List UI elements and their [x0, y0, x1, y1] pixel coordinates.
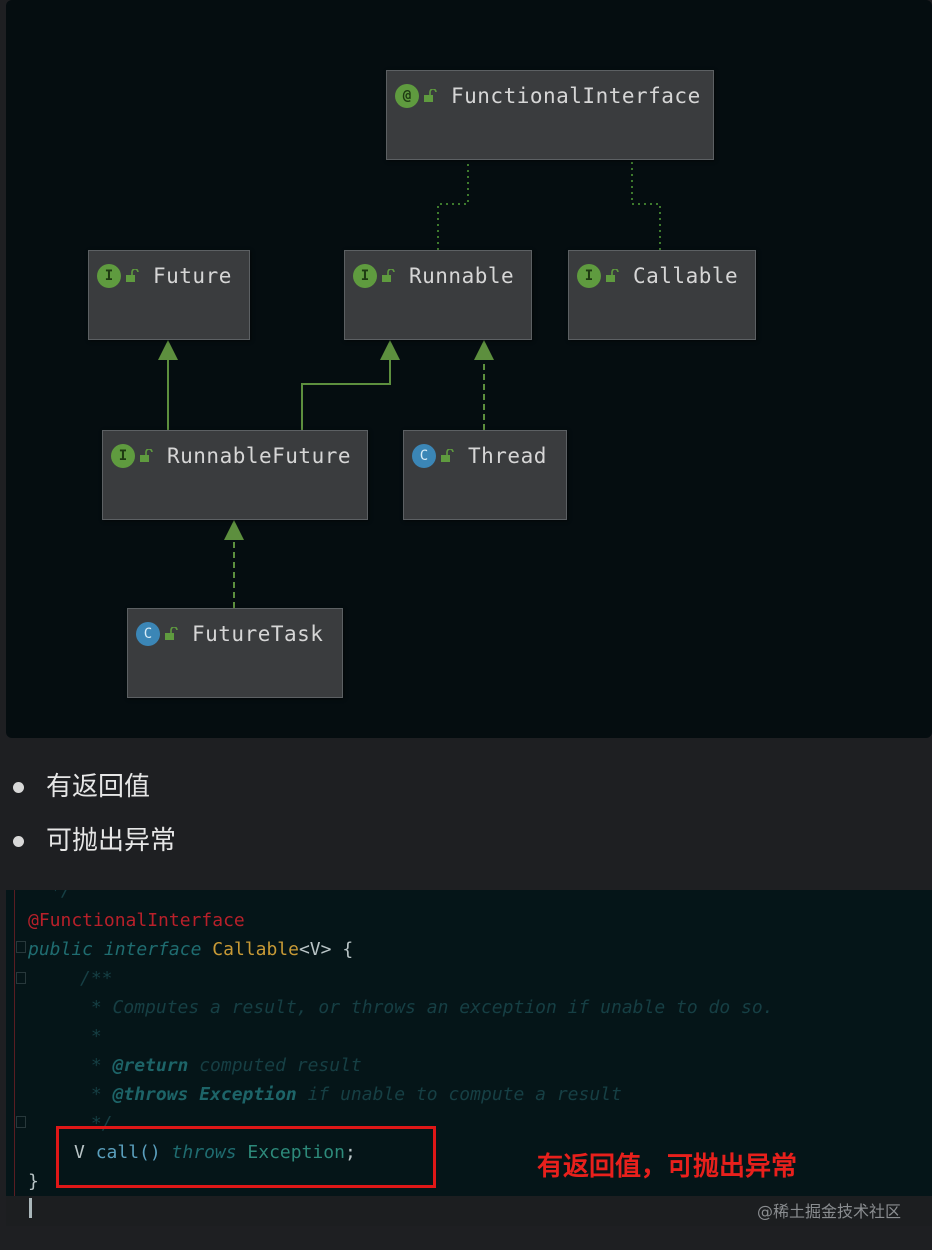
class-badge-icon: C — [412, 444, 436, 468]
interface-badge-icon: I — [577, 264, 601, 288]
list-item: 可抛出异常 — [0, 814, 932, 868]
node-runnable[interactable]: I Runnable — [344, 250, 532, 340]
code-line: public interface Callable<V> { — [28, 939, 354, 960]
node-future-task[interactable]: C FutureTask — [127, 608, 343, 698]
unlock-icon — [165, 627, 178, 640]
node-name: Thread — [468, 444, 547, 468]
interface-badge-icon: I — [353, 264, 377, 288]
unlock-icon — [126, 269, 139, 282]
code-line: * — [80, 1026, 102, 1047]
annotation-badge-icon: @ — [395, 84, 419, 108]
node-runnable-future[interactable]: I RunnableFuture — [102, 430, 368, 520]
node-future[interactable]: I Future — [88, 250, 250, 340]
diagram-edges — [158, 160, 661, 608]
class-badge-icon: C — [136, 622, 160, 646]
unlock-icon — [606, 269, 619, 282]
node-functional-interface[interactable]: @ FunctionalInterface — [386, 70, 714, 160]
code-line: * @throws Exception if unable to compute… — [80, 1084, 622, 1105]
arrowhead-runnable-1 — [380, 340, 400, 360]
gutter-marker — [14, 890, 15, 1196]
bullet-icon — [13, 782, 24, 793]
fold-icon[interactable] — [16, 941, 26, 953]
unlock-icon — [382, 269, 395, 282]
edge-runnablefuture-runnable — [301, 358, 391, 430]
code-editor-bottom — [6, 1196, 932, 1226]
feature-list: 有返回值 可抛出异常 — [0, 760, 932, 868]
node-name: FutureTask — [192, 622, 324, 646]
code-line: * @return computed result — [80, 1055, 362, 1076]
fold-icon[interactable] — [16, 972, 26, 984]
node-name: RunnableFuture — [167, 444, 352, 468]
class-diagram-panel: @ FunctionalInterface I Future I Runnabl… — [6, 0, 932, 738]
node-name: Runnable — [409, 264, 515, 288]
edge-callable-functionalinterface — [631, 160, 661, 250]
node-name: Future — [153, 264, 232, 288]
code-line: /** — [80, 968, 113, 989]
code-line: */ — [50, 890, 72, 901]
text-cursor — [29, 1198, 32, 1218]
node-callable[interactable]: I Callable — [568, 250, 756, 340]
unlock-icon — [140, 449, 153, 462]
fold-icon[interactable] — [16, 1116, 26, 1128]
unlock-icon — [441, 449, 454, 462]
arrowhead-runnable-2 — [474, 340, 494, 360]
highlight-box — [56, 1126, 436, 1188]
bullet-icon — [13, 836, 24, 847]
interface-badge-icon: I — [97, 264, 121, 288]
list-item: 有返回值 — [0, 760, 932, 814]
code-line: } — [28, 1171, 39, 1192]
watermark: @稀土掘金技术社区 — [756, 1202, 901, 1221]
interface-badge-icon: I — [111, 444, 135, 468]
code-line: * Computes a result, or throws an except… — [80, 997, 774, 1018]
arrowhead-runnablefuture — [224, 520, 244, 540]
annotation-note: 有返回值，可抛出异常 — [537, 1152, 798, 1182]
edge-runnable-functionalinterface — [437, 160, 469, 250]
node-name: FunctionalInterface — [451, 84, 701, 108]
code-line: V call() throws Exception; — [74, 1142, 356, 1163]
unlock-icon — [424, 89, 437, 102]
code-line: @FunctionalInterface — [28, 910, 245, 931]
node-thread[interactable]: C Thread — [403, 430, 567, 520]
code-editor[interactable]: */ @FunctionalInterface public interface… — [6, 890, 932, 1196]
node-name: Callable — [633, 264, 739, 288]
arrowhead-future — [158, 340, 178, 360]
